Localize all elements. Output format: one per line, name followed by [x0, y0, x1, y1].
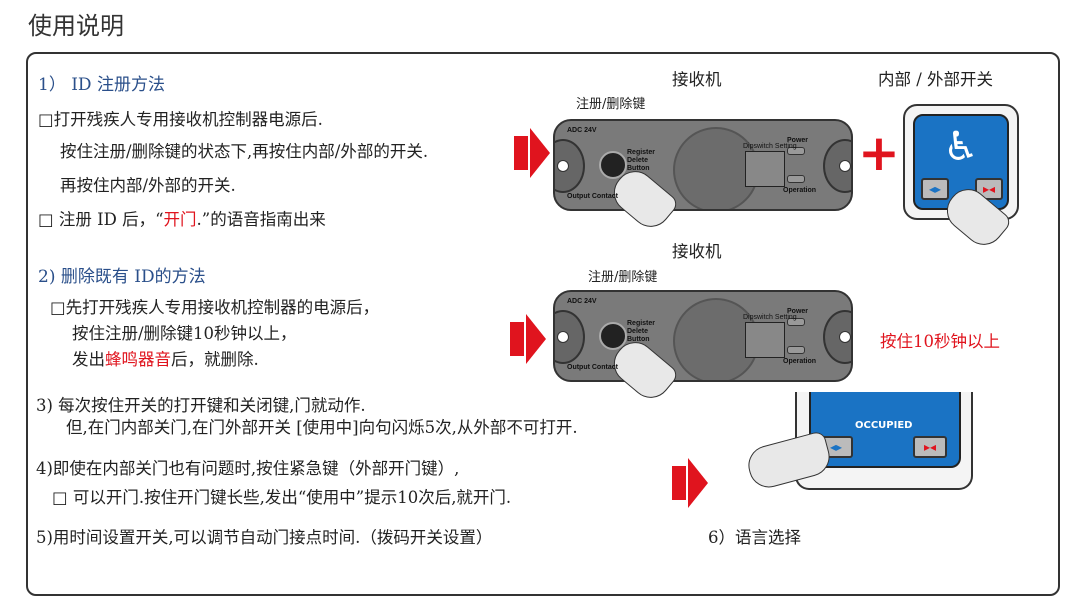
s4-line2: □ 可以开门.按住开门键长些,发出“使用中”提示10次后,就开门.: [52, 488, 512, 507]
dipswitch-table: [745, 322, 785, 358]
occupied-label: OCCUPIED: [855, 420, 913, 431]
page-title: 使用说明: [28, 12, 124, 40]
output-label: Output Contact: [567, 193, 618, 200]
text: .”的语音指南出来: [196, 210, 326, 229]
text: 后，就删除.: [171, 350, 259, 369]
wheelchair-icon: ♿: [943, 124, 979, 170]
s5-line1: 5)用时间设置开关,可以调节自动门接点时间.（拨码开关设置）: [36, 528, 493, 547]
s4-line1: 4)即使在内部关门也有问题时,按住紧急键（外部开门键）,: [36, 459, 460, 478]
section-2-heading: 2) 删除既有 ID的方法: [38, 267, 206, 287]
section-1-heading: 1） ID 注册方法: [38, 75, 165, 95]
s2-line3: 发出蜂鸣器音后，就删除.: [72, 346, 259, 370]
adc-label: ADC 24V: [567, 298, 597, 305]
dipswitch-table: [745, 151, 785, 187]
receiver-device-2: ADC 24V Register Delete Button Output Co…: [553, 290, 853, 382]
receiver-label: 接收机: [672, 70, 722, 89]
highlight: 蜂鸣器音: [105, 350, 171, 369]
register-label: Register Delete Button: [627, 149, 656, 172]
speaker: [673, 127, 759, 209]
operation-label: Operation: [783, 358, 817, 365]
text: 发出: [72, 350, 105, 369]
switch-face: OCCUPIED ◂▸ ▸◂: [809, 392, 961, 468]
mount-hole: [555, 139, 585, 193]
highlight: 开门: [163, 210, 197, 229]
open-button: ◂▸: [921, 178, 949, 200]
s2-line2: 按住注册/删除键10秒钟以上，: [72, 324, 297, 343]
s1-line2: 按住注册/删除键的状态下,再按住内部/外部的开关.: [60, 142, 429, 161]
close-button: ▸◂: [913, 436, 947, 458]
adc-label: ADC 24V: [567, 127, 597, 134]
receiver-label-2: 接收机: [672, 242, 722, 261]
speaker: [673, 298, 759, 380]
s1-line4: □ 注册 ID 后，“开门.”的语音指南出来: [38, 206, 326, 230]
dip-label: Dipswitch Setting: [743, 143, 797, 150]
dip-label: Dipswitch Setting: [743, 314, 797, 321]
power-label: Power: [787, 308, 809, 315]
arrow-icon: [514, 128, 550, 178]
press-note: 按住10秒钟以上: [880, 332, 1000, 351]
s3-line2: 但,在门内部关门,在门外部开关 [使用中]向句闪烁5次,从外部不可打开.: [66, 418, 578, 437]
s2-line1: □先打开残疾人专用接收机控制器的电源后，: [50, 298, 380, 317]
text: □ 注册 ID 后，“: [38, 210, 164, 229]
output-label: Output Contact: [567, 364, 618, 371]
button-label: 注册/删除键: [576, 97, 646, 112]
s1-line3: 再按住内部/外部的开关.: [60, 176, 236, 195]
s1-line1: □打开残疾人专用接收机控制器电源后.: [38, 110, 323, 129]
operation-label: Operation: [783, 187, 817, 194]
switch-label: 内部 / 外部开关: [878, 70, 994, 89]
button-label-2: 注册/删除键: [588, 270, 658, 285]
power-led: [787, 318, 805, 326]
s3-line1: 3) 每次按住开关的打开键和关闭键,门就动作.: [36, 396, 366, 415]
register-label: Register Delete Button: [627, 320, 656, 343]
operation-led: [787, 346, 805, 354]
operation-led: [787, 175, 805, 183]
mount-hole: [823, 310, 851, 364]
receiver-device: ADC 24V Register Delete Button Output Co…: [553, 119, 853, 211]
power-label: Power: [787, 137, 809, 144]
mount-hole: [823, 139, 851, 193]
power-led: [787, 147, 805, 155]
s6-line1: 6）语言选择: [708, 528, 801, 547]
arrow-icon: [672, 458, 708, 508]
plus-icon: +: [858, 124, 900, 182]
mount-hole: [555, 310, 585, 364]
arrow-icon: [510, 314, 546, 364]
register-button: [599, 322, 627, 350]
